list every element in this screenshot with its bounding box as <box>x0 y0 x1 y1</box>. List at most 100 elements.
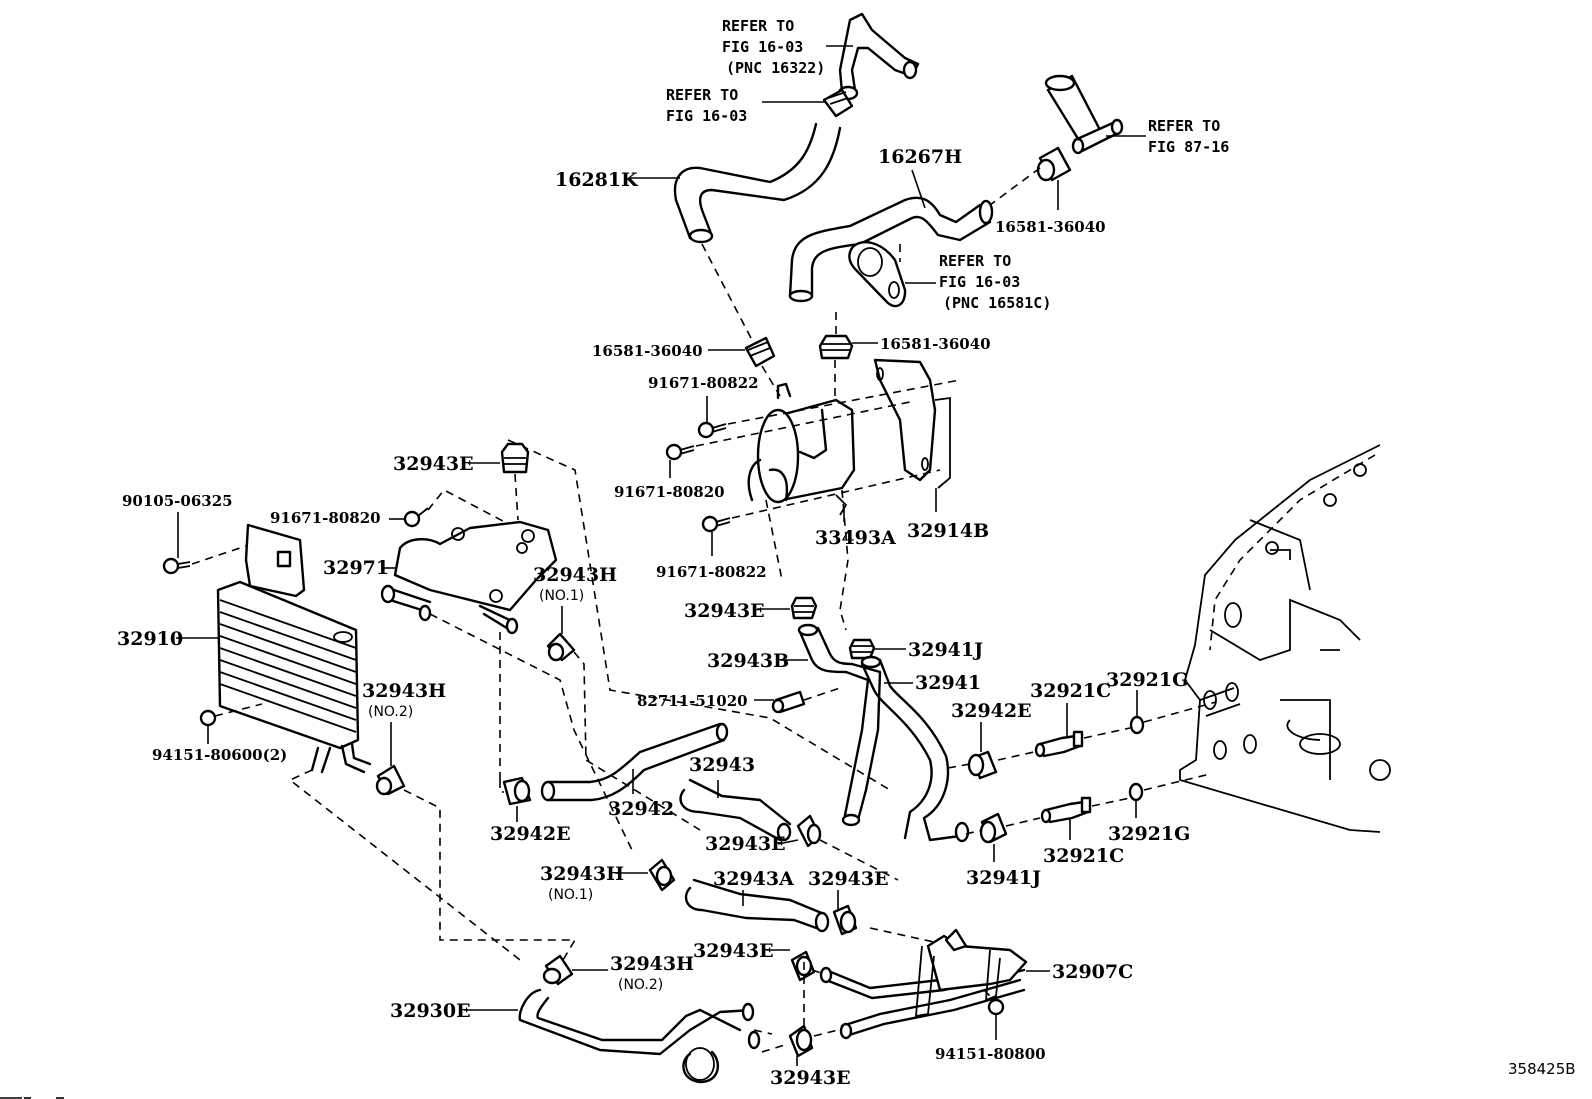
label-32910: 32910 <box>117 628 218 650</box>
label-32943E-e: 32943E <box>693 940 790 962</box>
nut-94151-80600-drawing <box>199 709 217 727</box>
clamp-32943E-mid-drawing <box>790 596 818 620</box>
svg-text:32971: 32971 <box>323 557 389 579</box>
svg-text:32942: 32942 <box>608 798 674 820</box>
label-16281K: 16281K <box>555 169 680 191</box>
dash-valve-down <box>429 613 633 851</box>
label-94151-80800: 94151-80800 <box>935 1014 1046 1063</box>
dash-32943E-e2 <box>811 969 825 975</box>
dash-32943E-path <box>507 439 891 791</box>
dash-32943E-f <box>761 1043 789 1053</box>
label-32941J-b: 32941J <box>966 844 1041 889</box>
label-32943E-top: 32943E <box>393 453 500 475</box>
dash-94151-80800 <box>983 989 995 1001</box>
clamp-32943E-c-drawing <box>796 814 822 848</box>
svg-text:94151-80600(2): 94151-80600(2) <box>152 746 287 764</box>
svg-text:32943H: 32943H <box>540 863 624 885</box>
svg-text:(NO.1): (NO.1) <box>539 588 584 604</box>
hose-16267H-drawing <box>788 196 994 303</box>
svg-text:16581-36040: 16581-36040 <box>880 335 991 353</box>
label-91671-80820-a: 91671-80820 <box>614 460 725 501</box>
dash-cooler-down-a <box>839 489 849 631</box>
dash-32942E-left <box>499 780 504 793</box>
ref-16322: REFER TO FIG 16-03 (PNC 16322) <box>722 17 853 77</box>
svg-text:32943E: 32943E <box>684 600 765 622</box>
hose-32943A-drawing <box>684 878 830 933</box>
hose-32942-drawing <box>540 722 729 802</box>
label-16581-36040-c: 16581-36040 <box>995 180 1106 236</box>
label-32941J-a: 32941J <box>874 639 983 661</box>
dash-cooler-hose <box>288 769 521 961</box>
svg-text:32914B: 32914B <box>907 520 989 542</box>
dash-32942E-right-b <box>997 751 1035 761</box>
valve-32971-drawing <box>380 520 558 635</box>
svg-text:32943H: 32943H <box>610 953 694 975</box>
dash-bolt-a <box>727 379 961 425</box>
label-32942: 32942 <box>608 769 674 820</box>
hose-32943-drawing <box>679 778 792 842</box>
label-16581-36040-b: 16581-36040 <box>852 335 991 353</box>
svg-text:82711-51020: 82711-51020 <box>637 692 748 710</box>
svg-text:32942E: 32942E <box>490 823 571 845</box>
dash-bolt-c <box>731 469 941 519</box>
svg-text:32943H: 32943H <box>533 564 617 586</box>
gasket-32921G-b-drawing <box>1128 782 1144 802</box>
svg-text:91671-80820: 91671-80820 <box>614 483 725 501</box>
label-32921G-a: 32921G <box>1106 669 1188 716</box>
label-32943E-d: 32943E <box>808 868 889 910</box>
dash-32943E-c <box>819 839 899 881</box>
label-32943H-no1-a: 32943H (NO.1) <box>533 564 617 634</box>
svg-text:REFER TO: REFER TO <box>939 252 1011 270</box>
svg-text:32943E: 32943E <box>693 940 774 962</box>
svg-text:32943A: 32943A <box>713 868 794 890</box>
svg-text:REFER TO: REFER TO <box>722 17 794 35</box>
svg-text:32921C: 32921C <box>1043 845 1124 867</box>
label-32943E-c: 32943E <box>705 833 799 855</box>
cooler-32910-drawing <box>216 580 372 774</box>
dash-sensor-clamp <box>989 167 1041 206</box>
dash-32930E-top <box>753 1029 773 1035</box>
label-32971: 32971 <box>323 557 397 579</box>
label-32942E-right: 32942E <box>951 700 1032 752</box>
transmission-case-drawing <box>1179 444 1391 833</box>
svg-text:32921G: 32921G <box>1108 823 1190 845</box>
dash-32921G-b <box>1143 773 1211 791</box>
svg-text:91671-80820: 91671-80820 <box>270 509 381 527</box>
hose-clamp-top-drawing <box>822 88 854 118</box>
figure-id: 358425B <box>1508 1060 1576 1078</box>
label-33493A: 33493A <box>815 506 896 549</box>
svg-text:16581-36040: 16581-36040 <box>995 218 1106 236</box>
dash-bolt-b <box>695 401 911 447</box>
sensor-drawing <box>1044 74 1124 155</box>
hose-16281K-drawing <box>673 122 842 244</box>
bolt-91671-80820-b-drawing <box>403 507 429 528</box>
svg-text:(NO.2): (NO.2) <box>368 704 413 720</box>
svg-text:REFER TO: REFER TO <box>1148 117 1220 135</box>
svg-text:91671-80822: 91671-80822 <box>656 563 767 581</box>
dash-32943H-no1-a <box>573 651 701 831</box>
bracket-32914B-drawing <box>873 358 951 489</box>
bolts-cooler-drawing <box>665 421 731 533</box>
clamp-32943H-no2-a-drawing <box>375 764 406 796</box>
bolt-90105-drawing <box>162 557 191 575</box>
svg-text:91671-80822: 91671-80822 <box>648 374 759 392</box>
label-90105-06325: 90105-06325 <box>122 492 233 558</box>
svg-text:REFER TO: REFER TO <box>666 86 738 104</box>
hose-32943B-drawing <box>797 623 882 827</box>
label-32943A: 32943A <box>713 868 794 906</box>
dash-32921C-a <box>1083 727 1131 739</box>
bracket-32910-drawing <box>244 523 306 598</box>
oil-cooler-33493A-drawing <box>747 382 856 516</box>
svg-text:32910: 32910 <box>117 628 183 650</box>
hose-32941-drawing <box>860 655 970 843</box>
label-32943B: 32943B <box>707 650 808 672</box>
dash-82711 <box>803 687 841 701</box>
clamp-32943H-no1-a-drawing <box>546 632 576 662</box>
svg-text:32943E: 32943E <box>393 453 474 475</box>
clamp-32942E-left-drawing <box>502 776 532 806</box>
svg-text:(PNC 16581C): (PNC 16581C) <box>943 294 1051 312</box>
label-91671-80822-a: 91671-80822 <box>648 374 759 422</box>
svg-text:32930E: 32930E <box>390 1000 471 1022</box>
svg-text:FIG 16-03: FIG 16-03 <box>722 38 803 56</box>
